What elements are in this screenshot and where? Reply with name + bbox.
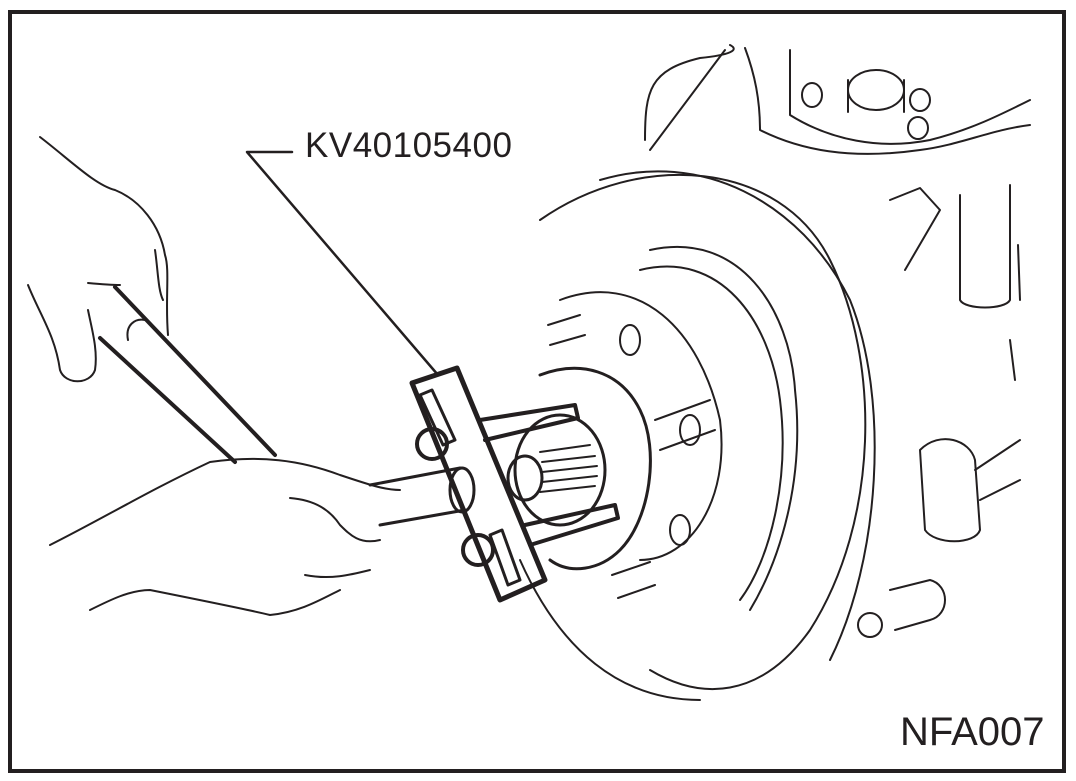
hub-illustration: [506, 291, 723, 599]
lower-hand-illustration: [49, 457, 401, 616]
handle-bar-illustration: [98, 285, 277, 464]
brake-rotor-illustration: [519, 170, 876, 701]
steering-knuckle-illustration: [644, 44, 1031, 638]
puller-tool-illustration: [409, 365, 620, 603]
callout-leader-line: [245, 150, 440, 377]
figure-code-label: NFA007: [900, 710, 1045, 754]
part-number-callout: KV40105400: [305, 126, 513, 165]
figure-frame: [8, 10, 1066, 773]
upper-hand-illustration: [27, 136, 169, 383]
